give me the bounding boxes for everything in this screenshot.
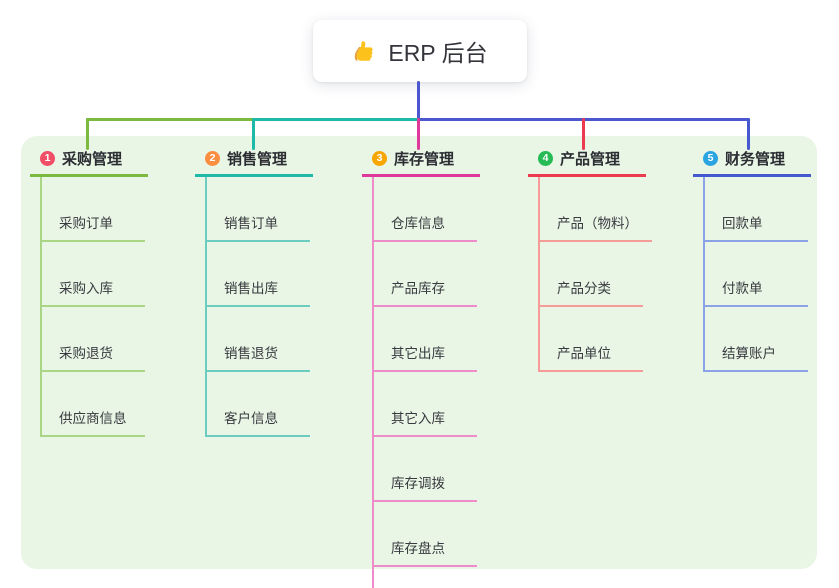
root-node-label: ERP 后台: [388, 40, 488, 66]
branch-title-sales[interactable]: 2 销售管理: [195, 146, 313, 177]
branch-drop-1: [86, 118, 89, 150]
child-node[interactable]: 其它入库: [374, 372, 477, 437]
branch-children: 销售订单 销售出库 销售退货 客户信息: [205, 177, 310, 437]
child-label: 付款单: [722, 281, 763, 296]
child-label: 客户信息: [224, 411, 278, 426]
branch-title-product[interactable]: 4 产品管理: [528, 146, 646, 177]
branch-purchase: 1 采购管理 采购订单 采购入库 采购退货 供应商信息: [30, 146, 170, 437]
child-label: 库存调拨: [391, 476, 445, 491]
branch-drop-3: [417, 118, 420, 150]
child-label: 其它出库: [391, 346, 445, 361]
child-node[interactable]: 销售订单: [207, 177, 310, 242]
branch-index-badge: 2: [205, 151, 220, 166]
child-label: 产品单位: [557, 346, 611, 361]
child-node[interactable]: 客户信息: [207, 372, 310, 437]
child-label: 销售出库: [224, 281, 278, 296]
child-node[interactable]: 出库库明细: [374, 567, 477, 588]
rail-segment-teal: [253, 118, 419, 121]
child-label: 产品库存: [391, 281, 445, 296]
child-node[interactable]: 采购退货: [42, 307, 145, 372]
child-node[interactable]: 库存调拨: [374, 437, 477, 502]
child-label: 产品（物料）: [557, 216, 638, 231]
child-label: 回款单: [722, 216, 763, 231]
branch-children: 产品（物料） 产品分类 产品单位: [538, 177, 652, 372]
branch-children: 回款单 付款单 结算账户: [703, 177, 808, 372]
branch-drop-2: [252, 118, 255, 150]
rail-segment-green: [86, 118, 255, 121]
child-node[interactable]: 产品分类: [540, 242, 643, 307]
child-label: 其它入库: [391, 411, 445, 426]
child-node[interactable]: 采购入库: [42, 242, 145, 307]
child-node[interactable]: 产品库存: [374, 242, 477, 307]
child-label: 库存盘点: [391, 541, 445, 556]
child-node[interactable]: 销售退货: [207, 307, 310, 372]
branch-label: 采购管理: [62, 151, 123, 168]
child-label: 销售订单: [224, 216, 278, 231]
branch-label: 库存管理: [394, 151, 455, 168]
child-label: 采购退货: [59, 346, 113, 361]
child-node[interactable]: 销售出库: [207, 242, 310, 307]
child-node[interactable]: 采购订单: [42, 177, 145, 242]
branch-product: 4 产品管理 产品（物料） 产品分类 产品单位: [528, 146, 668, 372]
thumbs-up-icon: [352, 38, 378, 64]
branch-children: 仓库信息 产品库存 其它出库 其它入库 库存调拨 库存盘点 出库库明细: [372, 177, 477, 588]
branch-index-badge: 4: [538, 151, 553, 166]
branch-title-finance[interactable]: 5 财务管理: [693, 146, 811, 177]
branch-finance: 5 财务管理 回款单 付款单 结算账户: [693, 146, 833, 372]
branch-label: 财务管理: [725, 151, 786, 168]
child-node[interactable]: 回款单: [705, 177, 808, 242]
child-node[interactable]: 结算账户: [705, 307, 808, 372]
branch-drop-4: [582, 118, 585, 150]
root-connector-line: [417, 81, 420, 119]
branch-drop-5: [747, 118, 750, 150]
child-label: 采购入库: [59, 281, 113, 296]
branch-sales: 2 销售管理 销售订单 销售出库 销售退货 客户信息: [195, 146, 335, 437]
child-node[interactable]: 付款单: [705, 242, 808, 307]
branch-index-badge: 3: [372, 151, 387, 166]
child-node[interactable]: 其它出库: [374, 307, 477, 372]
branch-label: 产品管理: [560, 151, 621, 168]
branch-label: 销售管理: [227, 151, 288, 168]
branch-inventory: 3 库存管理 仓库信息 产品库存 其它出库 其它入库 库存调拨 库存盘点 出库库…: [362, 146, 502, 588]
branches-panel: [21, 136, 817, 569]
branch-title-purchase[interactable]: 1 采购管理: [30, 146, 148, 177]
child-node[interactable]: 仓库信息: [374, 177, 477, 242]
child-label: 产品分类: [557, 281, 611, 296]
branch-title-inventory[interactable]: 3 库存管理: [362, 146, 480, 177]
child-label: 采购订单: [59, 216, 113, 231]
child-label: 结算账户: [722, 346, 776, 361]
child-node[interactable]: 产品（物料）: [540, 177, 652, 242]
branch-index-badge: 1: [40, 151, 55, 166]
child-label: 销售退货: [224, 346, 278, 361]
child-label: 供应商信息: [59, 411, 127, 426]
child-node[interactable]: 库存盘点: [374, 502, 477, 567]
root-node[interactable]: ERP 后台: [313, 20, 527, 82]
child-label: 仓库信息: [391, 216, 445, 231]
branch-children: 采购订单 采购入库 采购退货 供应商信息: [40, 177, 145, 437]
child-node[interactable]: 产品单位: [540, 307, 643, 372]
branch-index-badge: 5: [703, 151, 718, 166]
child-node[interactable]: 供应商信息: [42, 372, 145, 437]
